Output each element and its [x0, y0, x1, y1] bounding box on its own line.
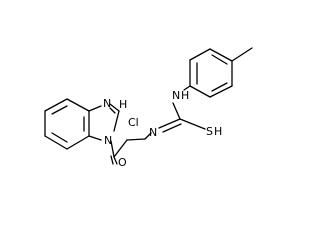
- carbonyl-group: [110, 139, 128, 165]
- atom-label-benzimidazole-n-ring: N: [104, 134, 112, 147]
- atom-label-benzimidazole-n: N: [103, 97, 111, 110]
- atom-label-h-on-sulfur: H: [214, 125, 222, 138]
- chemical-structure-diagram: N H N S H N N O H Cl: [44, 47, 253, 169]
- atom-label-h: H: [181, 89, 189, 102]
- benzimidazole-ring: [44, 98, 120, 150]
- thiourea-linker: [126, 85, 206, 141]
- structure-svg: N H N S H N N O H Cl: [44, 47, 253, 169]
- tolyl-ring: [189, 47, 253, 98]
- hcl-h-label: H: [119, 98, 127, 111]
- atom-label-nh: N: [172, 89, 180, 102]
- methyl-bond: [231, 47, 253, 62]
- atom-label-oxygen: O: [118, 156, 127, 169]
- hcl-cl-label: Cl: [128, 116, 139, 129]
- atom-label-sulfur: S: [206, 125, 213, 138]
- atom-label-n-imine: N: [149, 126, 157, 139]
